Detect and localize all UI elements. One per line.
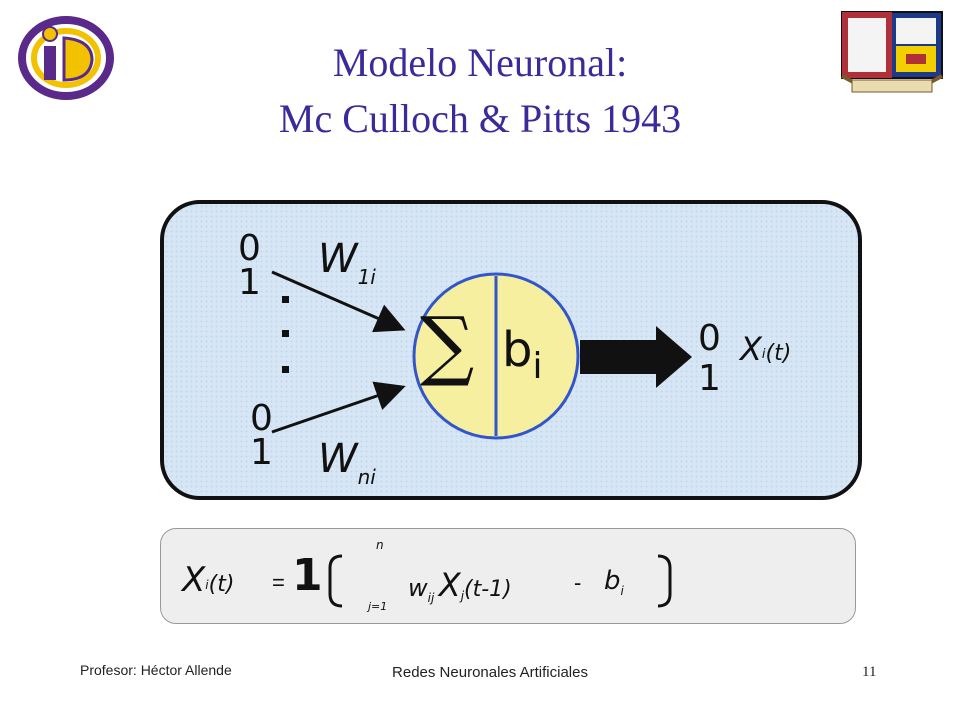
- formula-w-main: w: [408, 574, 428, 602]
- footer-page-number: 11: [862, 664, 877, 680]
- weight-bottom-main: W: [318, 436, 358, 482]
- formula-equals: =: [272, 570, 285, 595]
- output-arg: (t): [765, 341, 792, 366]
- formula-sum-lower: j=1: [368, 600, 388, 613]
- university-crest-icon: [841, 11, 943, 93]
- input-bottom-zero: 0: [250, 398, 273, 439]
- bias-main: b: [502, 322, 533, 378]
- formula-x-arg: (t-1): [464, 577, 512, 602]
- bias-sub: i: [532, 346, 543, 387]
- weight-bottom-label: Wni: [318, 436, 376, 489]
- formula-b-sub: i: [620, 584, 624, 598]
- bracket-right: [657, 554, 672, 608]
- output-arrow-shaft: [580, 340, 660, 374]
- formula-sum-upper: n: [376, 538, 384, 552]
- footer-professor: Profesor: Héctor Allende: [80, 662, 232, 678]
- weight-top-label: W1i: [318, 236, 376, 289]
- input-top-one: 1: [238, 262, 261, 303]
- formula-lhs-main: X: [182, 560, 206, 600]
- formula-lhs: Xi(t): [182, 560, 234, 600]
- formula-b-main: b: [604, 566, 621, 596]
- output-label: Xi(t): [740, 330, 791, 368]
- bias-label: bi: [502, 322, 542, 387]
- formula-step-function: 1: [292, 550, 323, 601]
- formula-minus: -: [574, 570, 582, 595]
- formula-x-sub: j: [460, 589, 465, 603]
- id-logo-icon: [18, 16, 114, 100]
- formula-w-sub: ij: [427, 591, 435, 605]
- output-zero: 0: [698, 318, 721, 359]
- output-arrow-head: [656, 326, 692, 388]
- bracket-left: [328, 554, 343, 608]
- output-main: X: [740, 330, 762, 368]
- footer-course: Redes Neuronales Artificiales: [392, 664, 588, 681]
- page-title-line2: Mc Culloch & Pitts 1943: [278, 96, 682, 141]
- input-top-zero: 0: [238, 228, 261, 269]
- input-bottom-one: 1: [250, 432, 273, 473]
- input-arrow-bottom: [271, 381, 406, 434]
- formula-bias: bi: [604, 566, 624, 598]
- ellipsis-dot-3: [282, 366, 289, 373]
- weight-bottom-sub: ni: [357, 465, 376, 489]
- input-arrow-top: [271, 270, 406, 333]
- formula-sum-symbol: [364, 552, 394, 592]
- formula-term: wij Xj(t-1): [408, 566, 512, 605]
- sum-symbol: ∑: [420, 300, 475, 389]
- ellipsis-dot-2: [282, 330, 289, 337]
- formula-lhs-sub: i: [205, 578, 209, 592]
- output-one: 1: [698, 358, 721, 399]
- output-sub: i: [761, 347, 766, 362]
- formula-panel: [160, 528, 856, 624]
- formula-lhs-arg: (t): [208, 572, 235, 597]
- page-title-line1: Modelo Neuronal:: [332, 40, 628, 85]
- weight-top-sub: 1i: [357, 265, 376, 289]
- formula-x-main: X: [438, 566, 461, 604]
- ellipsis-dot-1: [282, 296, 289, 303]
- weight-top-main: W: [318, 236, 358, 282]
